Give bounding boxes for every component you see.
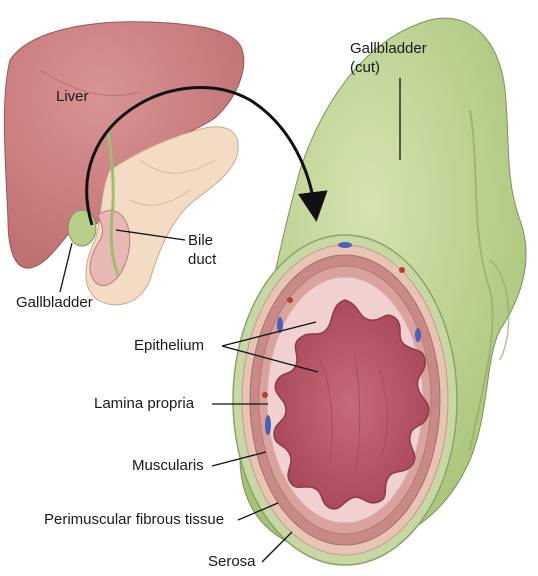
vessel (338, 242, 352, 248)
vessel (262, 392, 268, 398)
label-gallbladder-cut-line2: (cut) (350, 59, 380, 77)
leader-gallbladder (60, 243, 72, 292)
label-bile-duct-line1: Bile (188, 232, 213, 250)
small-gallbladder (68, 210, 96, 246)
label-muscularis: Muscularis (132, 457, 204, 475)
label-liver: Liver (56, 88, 89, 106)
vessel (399, 267, 405, 273)
label-epithelium: Epithelium (134, 337, 204, 355)
label-gallbladder: Gallbladder (16, 294, 93, 312)
vessel (415, 328, 421, 342)
vessel (265, 415, 271, 435)
label-gallbladder-cut-line1: Gallbladder (350, 40, 427, 58)
leader-serosa (262, 532, 292, 562)
label-bile-duct-line2: duct (188, 251, 216, 269)
vessel (287, 297, 293, 303)
label-lamina-propria: Lamina propria (94, 395, 194, 413)
label-serosa: Serosa (208, 553, 256, 571)
label-perimuscular: Perimuscular fibrous tissue (44, 511, 224, 529)
